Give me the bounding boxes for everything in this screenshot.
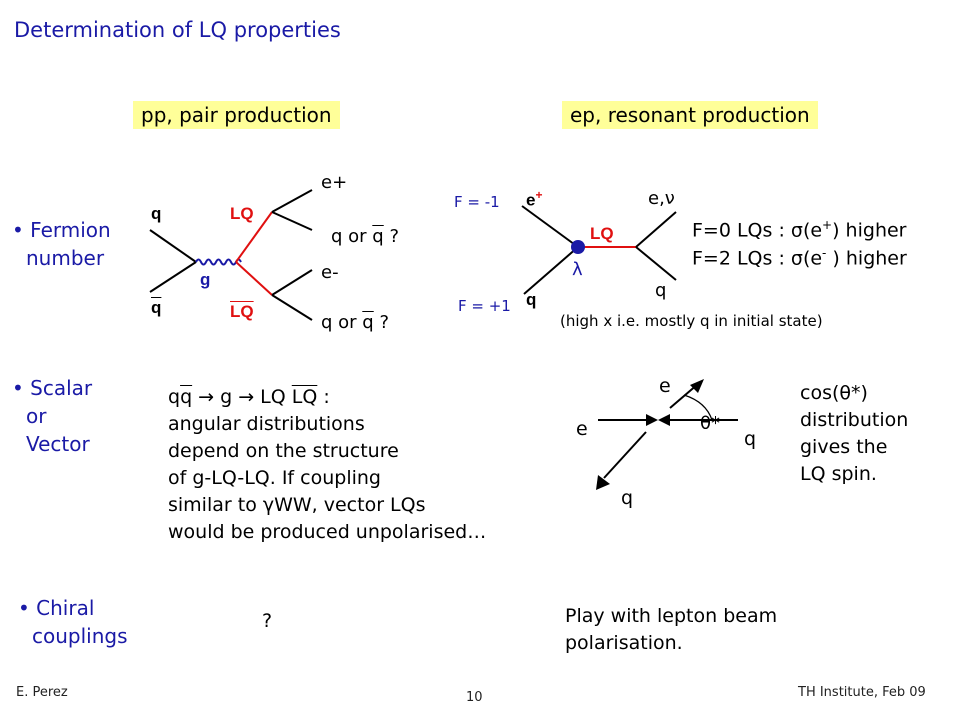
lq-line-top [235, 211, 273, 263]
row-scalar-line2: or [26, 404, 47, 428]
bullet: • [12, 218, 24, 242]
bullet: • [12, 376, 24, 400]
angle-q-bottom: q [621, 487, 634, 509]
ep-lq: LQ [590, 224, 614, 243]
pp-quark-line-top [149, 229, 197, 263]
page-title: Determination of LQ properties [14, 18, 341, 42]
theta-arc [683, 394, 713, 421]
spin-line: cos(θ*) [800, 382, 868, 404]
ep-q-out: q [655, 280, 667, 301]
pp-lq-bottom: LQ [230, 302, 254, 321]
row-chiral-label: • Chiral [18, 596, 94, 620]
row-scalar-label: • Scalar [12, 376, 92, 400]
scalar-line: depend on the structure [168, 440, 399, 462]
scalar-line: would be produced unpolarised… [168, 521, 487, 543]
chiral-line: Play with lepton beam [565, 605, 778, 627]
scalar-line: of g-LQ-LQ. If coupling [168, 467, 381, 489]
ep-note: (high x i.e. mostly q in initial state) [560, 312, 823, 330]
row-fermion-line2: number [26, 246, 105, 270]
spin-line: gives the [800, 436, 888, 458]
pp-e-minus: e- [321, 262, 339, 283]
chiral-text-block: Play with lepton beam polarisation. [565, 603, 777, 657]
footer-author: E. Perez [16, 685, 68, 700]
angle-q-right: q [744, 428, 757, 450]
row-chiral-line1: Chiral [36, 596, 95, 620]
lq-line-bottom [235, 261, 273, 296]
ep-q: q [526, 290, 537, 309]
pp-q-top: q [151, 204, 162, 223]
row-scalar-line3: Vector [26, 432, 90, 456]
angle-e-top: e [659, 375, 671, 397]
row-chiral-line2: couplings [32, 624, 128, 648]
ep-electron-line [521, 205, 579, 248]
ep-quark-line [523, 246, 579, 295]
pp-q-or-qbar-bottom: q or q ? [321, 312, 390, 333]
ep-f-plus: F = +1 [458, 297, 511, 315]
header-ep: ep, resonant production [562, 101, 818, 129]
footer-venue: TH Institute, Feb 09 [798, 685, 926, 700]
chiral-question: ? [262, 610, 273, 632]
row-scalar-line1: Scalar [30, 376, 93, 400]
spin-line: distribution [800, 409, 909, 431]
angle-theta: θ* [700, 413, 721, 434]
pp-q-or-qbar-top: q or q ? [331, 226, 400, 247]
chiral-line: polarisation. [565, 632, 683, 654]
scalar-text-block: qq → g → LQ LQ : angular distributions d… [168, 384, 486, 546]
row-fermion-line1: Fermion [30, 218, 111, 242]
ep-lambda: λ [572, 259, 583, 280]
footer-page-number: 10 [466, 690, 483, 705]
pp-quark-line-bottom [149, 261, 197, 293]
bullet: • [18, 596, 30, 620]
ep-e-nu: e,ν [648, 188, 675, 209]
ep-f0-line: F=0 LQs : σ(e+) higher [692, 218, 907, 242]
scalar-line: similar to γWW, vector LQs [168, 494, 426, 516]
pp-lq-top: LQ [230, 204, 254, 223]
pp-q-bottom: q [151, 298, 162, 317]
header-pp: pp, pair production [133, 101, 340, 129]
scalar-equation: qq → g → LQ LQ : [168, 386, 330, 408]
row-fermion-label: • Fermion [12, 218, 111, 242]
vertex-dot [571, 240, 585, 254]
ep-f-minus: F = -1 [454, 193, 500, 211]
ep-f2-line: F=2 LQs : σ(e- ) higher [692, 246, 907, 270]
ep-e-plus: e+ [526, 188, 543, 210]
pp-g: g [200, 270, 211, 289]
scalar-line: angular distributions [168, 413, 365, 435]
gluon-line [195, 258, 242, 266]
spin-text-block: cos(θ*) distribution gives the LQ spin. [800, 380, 908, 488]
pp-e-plus: e+ [321, 172, 348, 193]
angle-e-left: e [576, 418, 588, 440]
spin-line: LQ spin. [800, 463, 877, 485]
